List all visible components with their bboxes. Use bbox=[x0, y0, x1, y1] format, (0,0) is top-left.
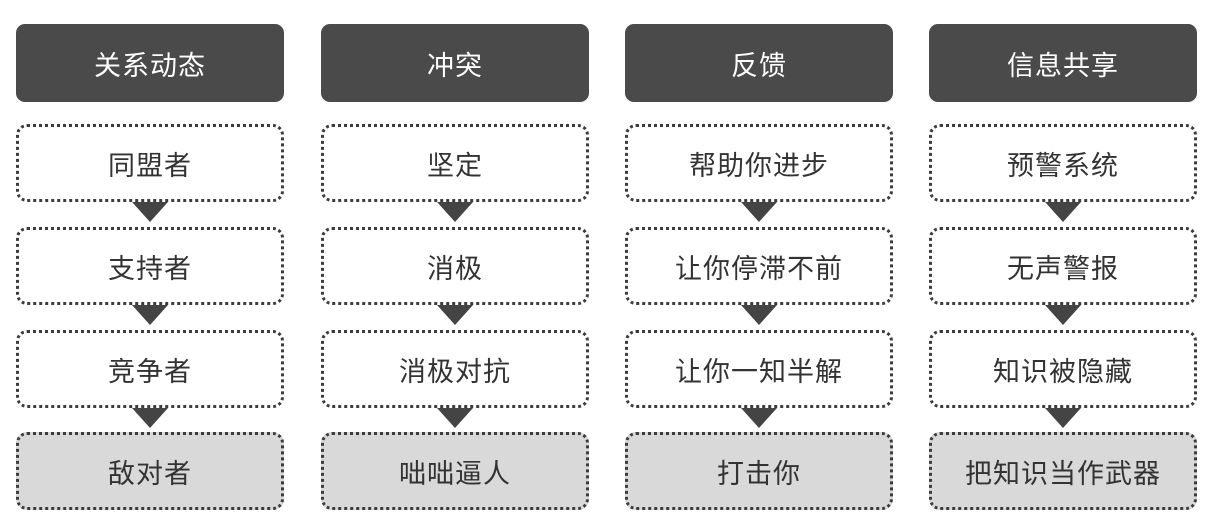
down-arrow-icon bbox=[132, 305, 168, 325]
down-arrow-icon bbox=[437, 202, 473, 222]
flow-box-final: 咄咄逼人 bbox=[321, 432, 589, 510]
flow-box: 让你一知半解 bbox=[625, 330, 893, 408]
column-header: 关系动态 bbox=[16, 24, 284, 102]
down-arrow-icon bbox=[437, 305, 473, 325]
down-arrow-icon bbox=[1045, 305, 1081, 325]
down-arrow-icon bbox=[741, 305, 777, 325]
flow-box: 帮助你进步 bbox=[625, 124, 893, 202]
down-arrow-icon bbox=[132, 408, 168, 428]
down-arrow-icon bbox=[132, 202, 168, 222]
down-arrow-icon bbox=[1045, 202, 1081, 222]
flow-box: 无声警报 bbox=[929, 227, 1197, 305]
column-header: 反馈 bbox=[625, 24, 893, 102]
flow-box: 竞争者 bbox=[16, 330, 284, 408]
column-header: 冲突 bbox=[321, 24, 589, 102]
flow-box-final: 打击你 bbox=[625, 432, 893, 510]
flow-box-final: 敌对者 bbox=[16, 432, 284, 510]
down-arrow-icon bbox=[741, 408, 777, 428]
column-header: 信息共享 bbox=[929, 24, 1197, 102]
down-arrow-icon bbox=[741, 202, 777, 222]
down-arrow-icon bbox=[1045, 408, 1081, 428]
flow-box: 同盟者 bbox=[16, 124, 284, 202]
down-arrow-icon bbox=[437, 408, 473, 428]
flow-box: 预警系统 bbox=[929, 124, 1197, 202]
flow-box: 消极 bbox=[321, 227, 589, 305]
flow-box: 支持者 bbox=[16, 227, 284, 305]
flow-box: 消极对抗 bbox=[321, 330, 589, 408]
flow-box-final: 把知识当作武器 bbox=[929, 432, 1197, 510]
flow-box: 知识被隐藏 bbox=[929, 330, 1197, 408]
flow-box: 让你停滞不前 bbox=[625, 227, 893, 305]
flow-box: 坚定 bbox=[321, 124, 589, 202]
